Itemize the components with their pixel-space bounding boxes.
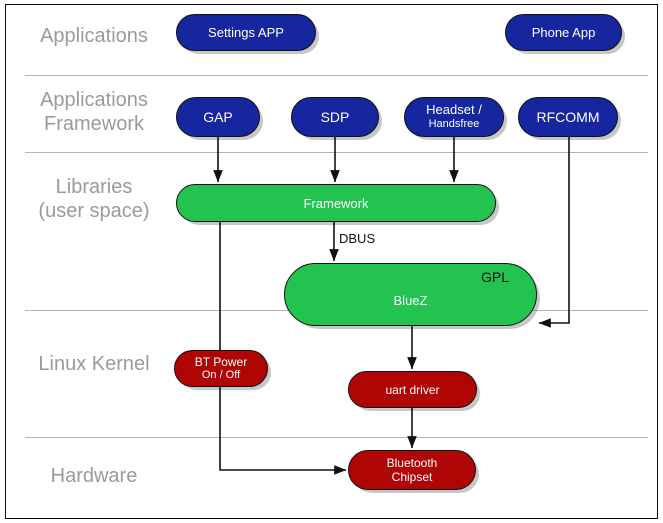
node-headset-handsfree[interactable]: Headset / Handsfree (404, 97, 504, 137)
node-rfcomm-label: RFCOMM (536, 109, 600, 125)
node-bluetooth-chipset[interactable]: Bluetooth Chipset (348, 450, 476, 490)
node-gap-label: GAP (203, 109, 233, 125)
layer-label-linux-kernel: Linux Kernel (38, 353, 150, 375)
diagram-frame (5, 4, 658, 519)
node-bt-power-label-line1: BT Power (194, 354, 248, 369)
node-rfcomm[interactable]: RFCOMM (518, 97, 618, 137)
gpl-tag: GPL (481, 269, 510, 285)
node-sdp-label: SDP (320, 109, 350, 125)
node-bt-power-label-line2: On / Off (201, 368, 241, 381)
node-bluetooth-chipset-label-line2: Chipset (391, 470, 433, 484)
layer-label-applications: Applications (40, 25, 148, 47)
node-phone-app-label: Phone App (531, 25, 596, 40)
node-phone-app[interactable]: Phone App (505, 14, 622, 51)
separator-kernel-hardware (25, 437, 648, 438)
node-headset-handsfree-label-line2: Handsfree (428, 118, 480, 130)
node-bluetooth-chipset-label-line1: Bluetooth (386, 456, 438, 470)
node-sdp[interactable]: SDP (291, 97, 379, 137)
separator-framework-libraries (25, 152, 648, 153)
node-framework[interactable]: Framework (176, 184, 496, 222)
node-gap[interactable]: GAP (176, 97, 260, 137)
node-uart-driver-label: uart driver (385, 382, 440, 397)
node-settings-app[interactable]: Settings APP (176, 14, 316, 51)
node-bt-power[interactable]: BT Power On / Off (174, 350, 268, 387)
node-framework-label: Framework (303, 195, 369, 211)
layer-label-applications-framework: Applications Framework (40, 89, 148, 135)
dbus-label: DBUS (339, 231, 376, 246)
separator-applications-framework (25, 75, 648, 76)
node-uart-driver[interactable]: uart driver (348, 371, 477, 408)
node-headset-handsfree-label-line1: Headset / (426, 102, 482, 117)
layer-label-hardware: Hardware (50, 465, 138, 487)
node-bluez-label: BlueZ (393, 293, 428, 308)
layer-label-libraries: Libraries (user space) (38, 176, 150, 222)
node-settings-app-label: Settings APP (208, 25, 284, 40)
